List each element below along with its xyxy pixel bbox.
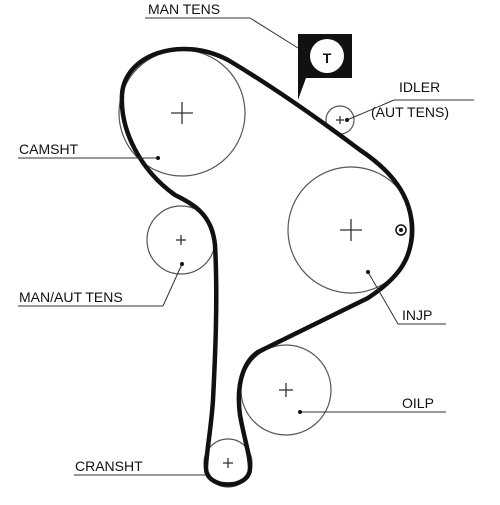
injection-pump-center-icon — [340, 219, 362, 241]
label-man-aut-tens: MAN/AUT TENS — [19, 289, 123, 305]
injp-leader — [367, 271, 399, 325]
label-cransht: CRANSHT — [75, 458, 143, 474]
label-man-tens: MAN TENS — [148, 1, 220, 17]
label-camsht: CAMSHT — [19, 141, 79, 157]
man-aut-tens-leader — [162, 263, 183, 307]
idler-center-icon — [336, 116, 344, 124]
label-idler-aut-tens: (AUT TENS) — [371, 104, 449, 120]
label-injp: INJP — [402, 307, 432, 323]
idler-leader — [346, 99, 395, 121]
crankshaft-center-icon — [223, 458, 233, 468]
idler-leader-dot — [345, 118, 349, 122]
timing-belt — [119, 46, 415, 487]
label-idler: IDLER — [399, 79, 440, 95]
cransht-leader-dot — [206, 473, 210, 477]
tensioner-badge-letter: T — [323, 50, 332, 66]
man-tens-leader — [249, 17, 299, 49]
label-oilp: OILP — [402, 395, 434, 411]
oil-pump-center-icon — [279, 383, 293, 397]
timing-mark-icon — [395, 224, 407, 236]
tensioner-badge-icon: T — [298, 34, 352, 100]
camshaft-center-icon — [171, 102, 193, 124]
oilp-leader-dot — [298, 410, 302, 414]
man-aut-tens-leader-dot — [180, 262, 184, 266]
injp-leader-dot — [366, 270, 370, 274]
camsht-leader-dot — [156, 156, 160, 160]
man-aut-tensioner-center-icon — [176, 235, 186, 245]
